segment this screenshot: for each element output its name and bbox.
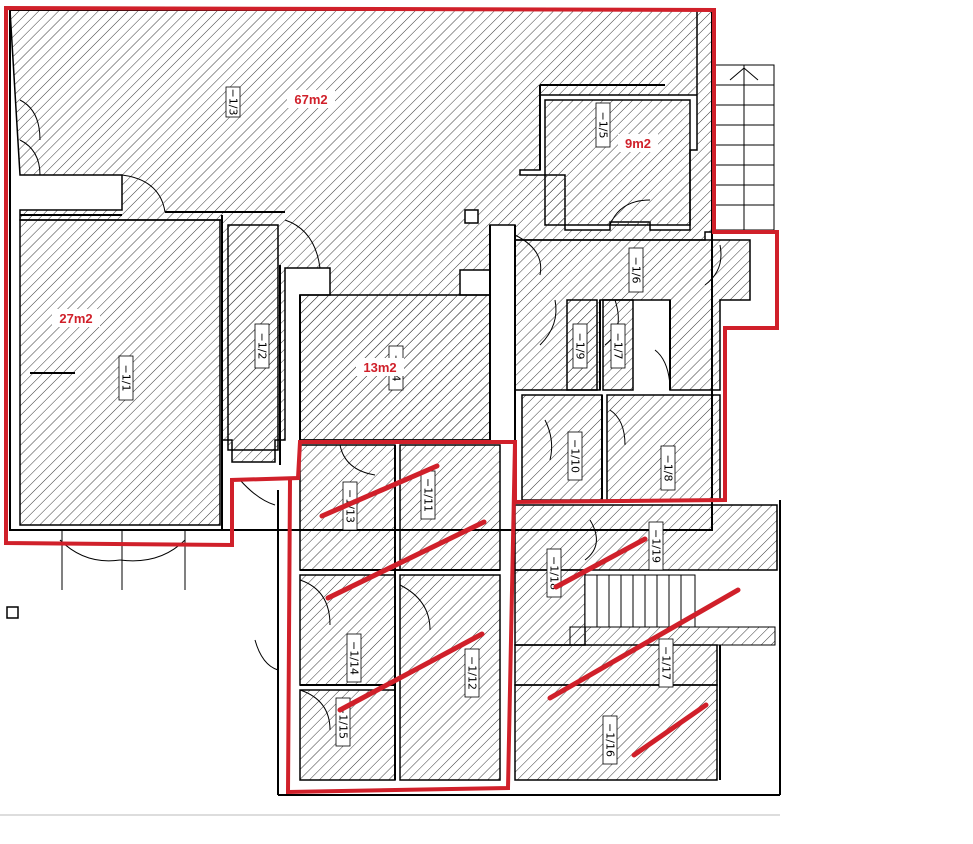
area-labels: 67m2 9m2 27m2 13m2 (52, 90, 658, 376)
room-label-1-5: −1/5 (597, 112, 610, 139)
room-area-1-11 (399, 444, 501, 571)
room-label-1-1: −1/1 (120, 365, 133, 392)
doors (19, 99, 722, 731)
room-label-1-19: −1/19 (650, 529, 663, 563)
room-area-1-12 (399, 574, 501, 781)
room-label-1-15: −1/15 (337, 705, 350, 739)
room-area-1-10 (521, 394, 603, 501)
room-label-1-18: −1/18 (548, 556, 561, 590)
room-area-1-5 (544, 99, 691, 226)
room-area-1-17 (514, 644, 718, 686)
entrance-door (61, 530, 186, 590)
room-area-1-2 (227, 224, 279, 451)
room-label-1-6: −1/6 (630, 257, 643, 284)
room-label-1-7: −1/7 (612, 333, 625, 360)
area-label-13: 13m2 (363, 360, 396, 375)
area-label-9: 9m2 (625, 136, 651, 151)
area-label-27: 27m2 (59, 311, 92, 326)
room-label-1-8: −1/8 (662, 455, 675, 482)
hatched-floor (9, 9, 778, 781)
red-outline-lower (285, 440, 518, 795)
staircase-upper (713, 64, 775, 231)
staircase-lower (569, 574, 776, 646)
room-label-1-14: −1/14 (348, 641, 361, 675)
room-label-1-9: −1/9 (574, 333, 587, 360)
room-label-1-12: −1/12 (466, 656, 479, 690)
room-label-1-17: −1/17 (660, 646, 673, 680)
north-marker-square (6, 606, 19, 619)
room-label-1-16: −1/16 (604, 723, 617, 757)
area-label-67: 67m2 (294, 92, 327, 107)
room-label-1-3: −1/3 (227, 89, 240, 116)
room-label-1-10: −1/10 (569, 439, 582, 473)
room-label-1-11: −1/11 (422, 478, 435, 512)
red-strike-lines (319, 463, 741, 758)
column-square (464, 209, 479, 224)
room-label-1-2: −1/2 (256, 333, 269, 360)
